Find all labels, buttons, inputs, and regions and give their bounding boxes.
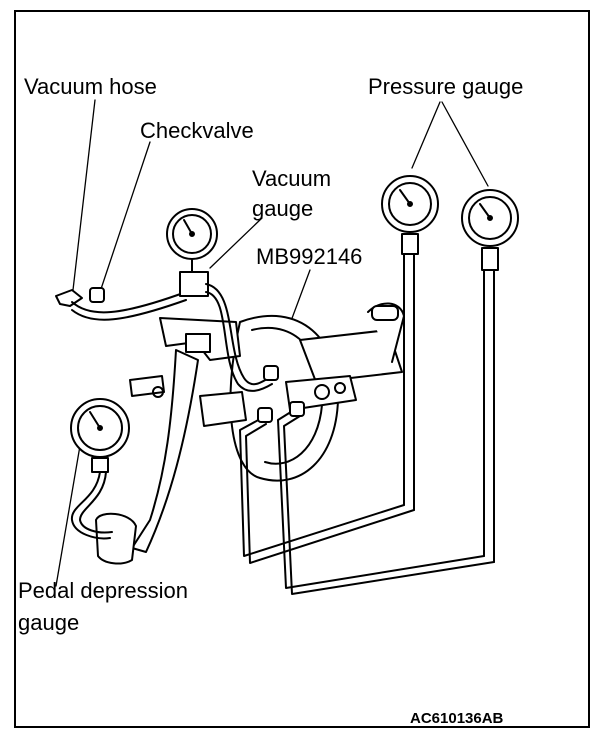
leader-vacuum-gauge bbox=[209, 217, 263, 269]
leader-pressure-gauge-2 bbox=[441, 101, 489, 187]
leader-vacuum-hose bbox=[72, 99, 96, 291]
leader-checkvalve bbox=[99, 141, 151, 293]
pedal-assembly bbox=[95, 317, 247, 565]
vacuum-line bbox=[55, 208, 279, 392]
figure-frame bbox=[14, 10, 590, 728]
label-vacuum-gauge-line2: gauge bbox=[252, 196, 314, 221]
label-mb992146: MB992146 bbox=[256, 244, 363, 269]
pedal-pad bbox=[95, 512, 137, 565]
master-cylinder bbox=[299, 329, 403, 383]
label-pressure-gauge: Pressure gauge bbox=[368, 74, 524, 99]
label-pedal-depression-gauge-line1: Pedal depression bbox=[18, 578, 189, 603]
checkvalve bbox=[89, 287, 105, 303]
leader-pedal-gauge bbox=[55, 433, 83, 587]
label-checkvalve: Checkvalve bbox=[140, 118, 254, 143]
label-vacuum-gauge-line1: Vacuum bbox=[252, 166, 332, 191]
brake-booster bbox=[229, 302, 405, 482]
figure-code: AC610136AB bbox=[410, 710, 504, 727]
label-pedal-depression-gauge-line2: gauge bbox=[18, 610, 80, 635]
label-vacuum-hose: Vacuum hose bbox=[24, 74, 157, 99]
pressure-lines bbox=[239, 175, 519, 595]
tee-fitting bbox=[179, 271, 209, 297]
pedal-gauge-assembly bbox=[70, 398, 130, 540]
leader-pressure-gauge-1 bbox=[411, 101, 441, 169]
